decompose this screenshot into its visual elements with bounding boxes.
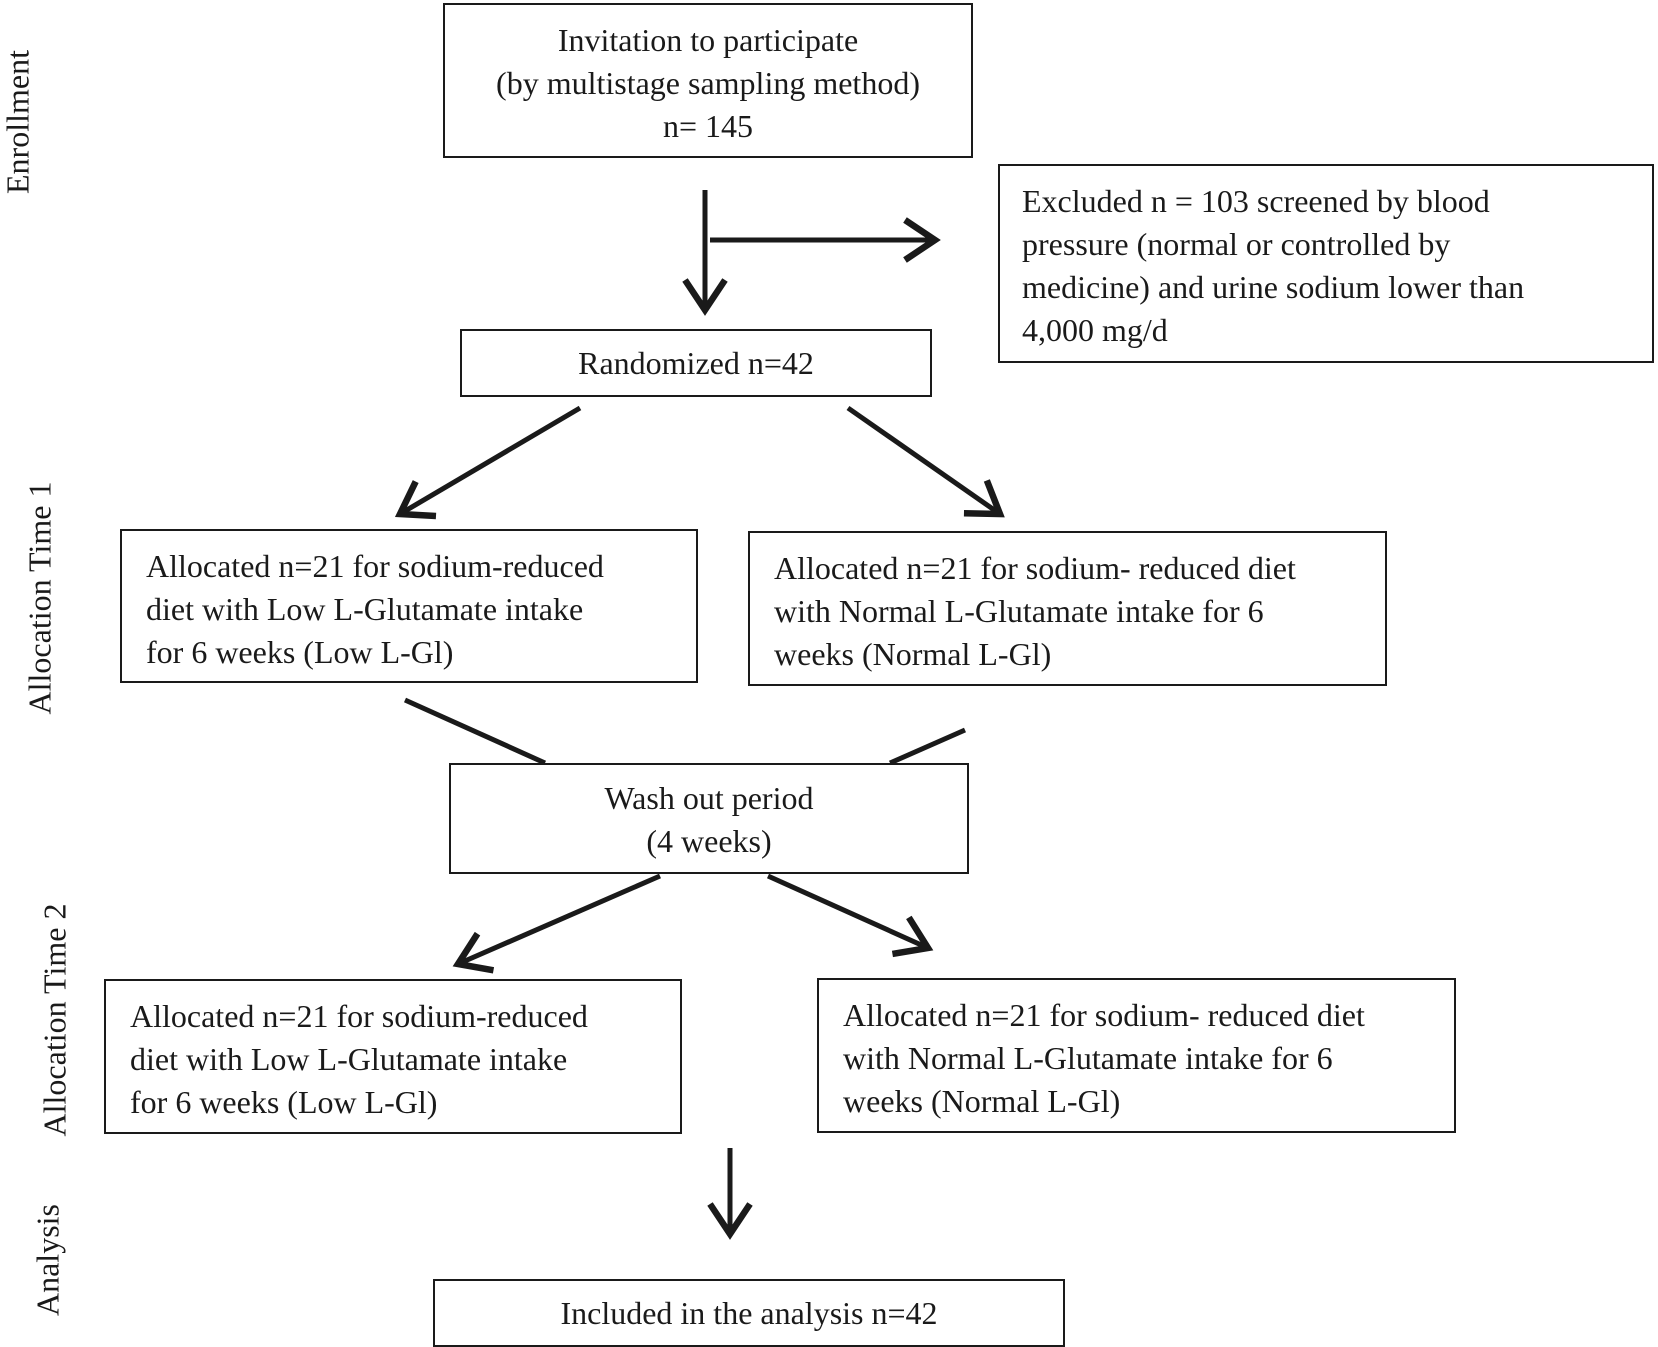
allocation-2-low-box: Allocated n=21 for sodium-reduced diet w… [104, 979, 682, 1134]
excluded-line-2: pressure (normal or controlled by [1022, 226, 1451, 262]
allocation-1-normal-line-3: weeks (Normal L-Gl) [774, 636, 1052, 672]
arrow-randomized-to-normal [846, 405, 1005, 518]
phase-label-analysis: Analysis [29, 1204, 66, 1316]
randomized-line-1: Randomized n=42 [578, 345, 814, 381]
arrow-randomized-to-low [394, 405, 582, 520]
randomized-box: Randomized n=42 [460, 329, 932, 397]
analysis-line-1: Included in the analysis n=42 [560, 1295, 938, 1331]
excluded-line-1: Excluded n = 103 screened by blood [1022, 183, 1490, 219]
washout-line-1: Wash out period [604, 780, 814, 816]
washout-line-2: (4 weeks) [646, 823, 772, 859]
allocation-1-low-box: Allocated n=21 for sodium-reduced diet w… [120, 529, 698, 683]
invitation-line-3: n= 145 [662, 108, 754, 144]
invitation-box: Invitation to participate (by multistage… [443, 3, 973, 158]
phase-label-enrollment: Enrollment [0, 50, 36, 194]
invitation-line-1: Invitation to participate [557, 22, 859, 58]
phase-label-allocation-time-2: Allocation Time 2 [36, 903, 73, 1137]
analysis-box: Included in the analysis n=42 [433, 1279, 1065, 1347]
washout-box: Wash out period (4 weeks) [449, 763, 969, 874]
invitation-line-2: (by multistage sampling method) [496, 65, 920, 101]
allocation-1-low-line-1: Allocated n=21 for sodium-reduced [146, 548, 604, 584]
allocation-1-low-line-3: for 6 weeks (Low L-Gl) [146, 634, 454, 670]
phase-label-allocation-time-1: Allocation Time 1 [21, 481, 58, 715]
line-normal-to-washout [888, 727, 967, 766]
arrow-washout-to-normal [766, 873, 934, 958]
excluded-box: Excluded n = 103 screened by blood press… [998, 164, 1654, 363]
allocation-1-low-line-2: diet with Low L-Glutamate intake [146, 591, 584, 627]
allocation-2-low-line-3: for 6 weeks (Low L-Gl) [130, 1084, 438, 1120]
allocation-2-normal-box: Allocated n=21 for sodium- reduced diet … [817, 978, 1456, 1133]
line-low-to-washout [403, 697, 547, 766]
allocation-2-normal-line-1: Allocated n=21 for sodium- reduced diet [843, 997, 1365, 1033]
allocation-2-low-line-1: Allocated n=21 for sodium-reduced [130, 998, 588, 1034]
arrow-washout-to-low [452, 873, 661, 974]
excluded-line-4: 4,000 mg/d [1022, 312, 1168, 348]
excluded-line-3: medicine) and urine sodium lower than [1022, 269, 1525, 305]
allocation-2-low-line-2: diet with Low L-Glutamate intake [130, 1041, 568, 1077]
allocation-1-normal-line-2: with Normal L-Glutamate intake for 6 [774, 593, 1264, 629]
allocation-1-normal-line-1: Allocated n=21 for sodium- reduced diet [774, 550, 1296, 586]
allocation-1-normal-box: Allocated n=21 for sodium- reduced diet … [748, 531, 1387, 686]
allocation-2-normal-line-3: weeks (Normal L-Gl) [843, 1083, 1121, 1119]
allocation-2-normal-line-2: with Normal L-Glutamate intake for 6 [843, 1040, 1333, 1076]
